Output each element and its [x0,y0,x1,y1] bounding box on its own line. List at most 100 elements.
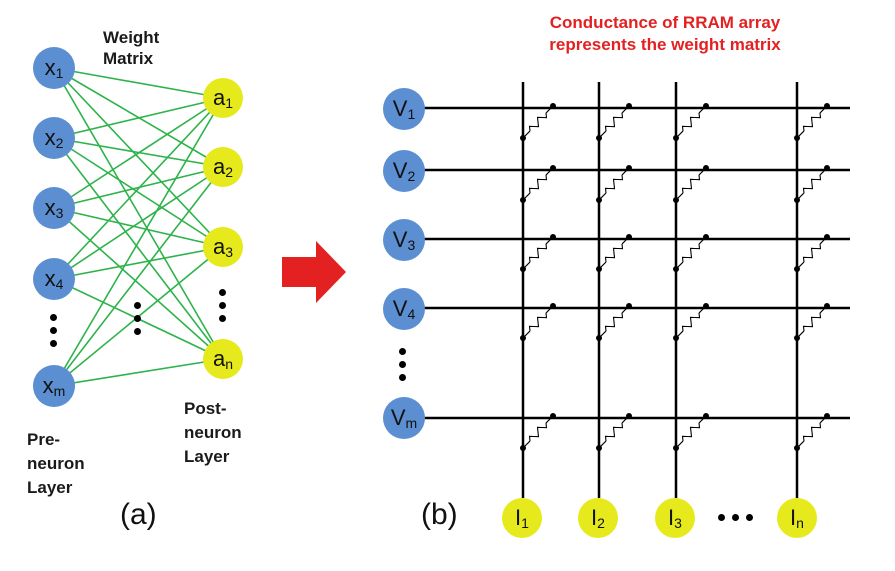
cell-lead [598,130,607,139]
cell-lead [698,415,707,424]
cell-lead [698,236,707,245]
resistor-icon [528,243,548,263]
cell-lead [621,105,630,114]
cell-lead [522,130,531,139]
cell-lead [819,236,828,245]
current-ellipsis [718,514,753,521]
cell-lead [621,167,630,176]
voltage-ellipsis [399,348,406,381]
rram-cell-2-3 [673,165,709,203]
resistor-icon [528,112,548,132]
cell-lead [698,167,707,176]
resistor-icon [681,422,701,442]
cell-lead [819,305,828,314]
cell-lead [796,192,805,201]
cell-lead [675,261,684,270]
rram-cell-4-3 [673,303,709,341]
rram-cell-1-3 [673,103,709,141]
resistor-icon [528,174,548,194]
rram-cell-3-4 [794,234,830,272]
cell-lead [819,415,828,424]
cell-lead [522,261,531,270]
resistor-icon [604,312,624,332]
weight-connections [53,67,224,387]
cell-lead [819,167,828,176]
rram-cell-2-2 [596,165,632,203]
cell-lead [522,330,531,339]
post-neuron-layer-label: Post- neuron Layer [184,399,242,466]
weight-ellipsis [134,302,141,335]
edge-1-0 [53,97,224,139]
rram-cell-5-1 [520,413,556,451]
arrow-icon [282,241,346,303]
output-ellipsis [219,289,226,322]
cell-lead [698,305,707,314]
rram-cell-4-2 [596,303,632,341]
cell-lead [675,130,684,139]
rram-cell-2-4 [794,165,830,203]
resistor-icon [604,243,624,263]
resistor-icon [802,243,822,263]
resistor-icon [802,312,822,332]
cell-lead [598,440,607,449]
edge-2-2 [53,207,224,248]
resistor-icon [604,112,624,132]
resistor-icon [604,174,624,194]
cell-lead [675,192,684,201]
resistor-icon [802,112,822,132]
resistor-icon [802,174,822,194]
cell-lead [621,236,630,245]
resistor-icon [528,422,548,442]
rram-cell-4-1 [520,303,556,341]
cell-lead [796,261,805,270]
edge-1-3 [53,137,224,360]
cell-lead [698,105,707,114]
resistor-icon [681,243,701,263]
edge-0-0 [53,67,224,99]
resistor-icon [604,422,624,442]
cell-lead [675,440,684,449]
edge-4-0 [53,97,224,387]
edge-3-2 [53,246,224,280]
rram-cells [520,103,830,451]
rram-cell-3-1 [520,234,556,272]
resistor-icon [681,174,701,194]
crossbar-wires [404,82,850,498]
rram-cell-1-1 [520,103,556,141]
rram-cell-1-2 [596,103,632,141]
input-ellipsis [50,314,57,347]
resistor-icon [528,312,548,332]
crossbar-title: Conductance of RRAM array represents the… [549,13,781,54]
cell-lead [545,167,554,176]
cell-lead [819,105,828,114]
cell-lead [796,330,805,339]
cell-lead [598,330,607,339]
cell-lead [796,440,805,449]
edge-3-1 [53,166,224,280]
cell-lead [545,305,554,314]
cell-lead [598,261,607,270]
cell-lead [621,415,630,424]
panel-a-caption: (a) [120,498,157,531]
cell-lead [796,130,805,139]
cell-lead [675,330,684,339]
cell-lead [522,440,531,449]
rram-cell-3-3 [673,234,709,272]
edge-0-3 [53,67,224,360]
